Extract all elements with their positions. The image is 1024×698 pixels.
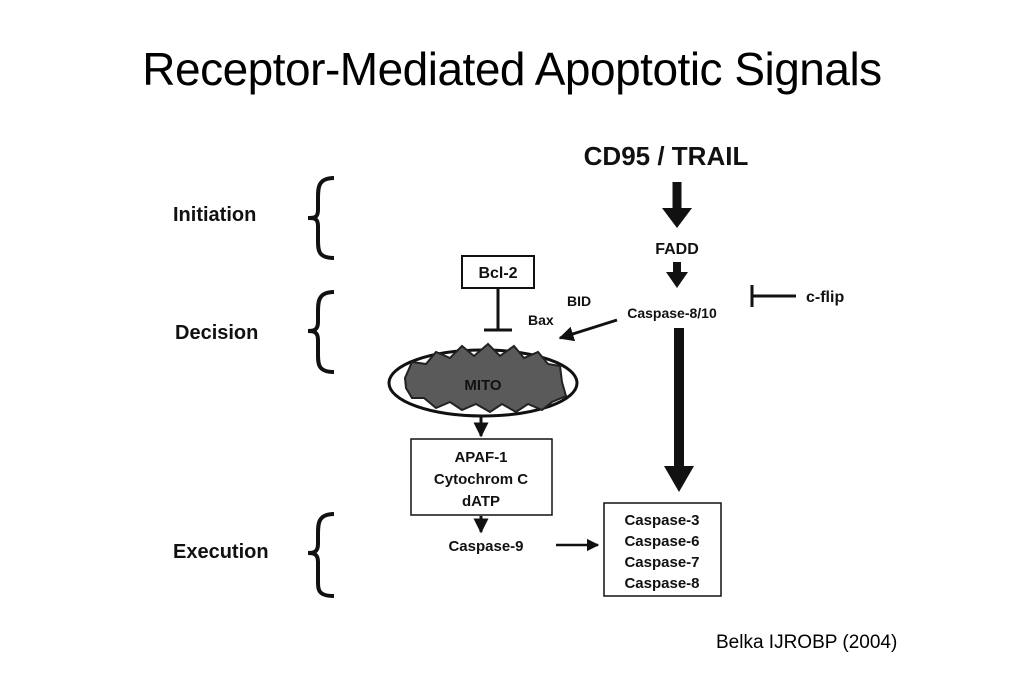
bax-label: Bax <box>528 312 554 328</box>
mito-body <box>403 342 568 414</box>
caspase-9-label: Caspase-9 <box>448 538 523 555</box>
arrow-fadd-to-caspase8-head <box>666 272 688 288</box>
apoptosome-item: Cytochrom C <box>434 471 528 488</box>
slide-title: Receptor-Mediated Apoptotic Signals <box>142 43 882 95</box>
fadd-label: FADD <box>655 241 699 258</box>
cflip-label: c-flip <box>806 289 844 306</box>
apoptosome-item: APAF-1 <box>454 449 507 466</box>
brace-execution <box>307 512 335 598</box>
apoptosome-item: dATP <box>462 493 500 510</box>
brace-decision <box>307 290 335 374</box>
apoptosome-box <box>410 438 553 516</box>
receptor-label: CD95 / TRAIL <box>584 141 749 171</box>
phase-label-initiation: Initiation <box>173 204 256 226</box>
effector-caspase-item: Caspase-8 <box>624 575 699 592</box>
phase-label-execution: Execution <box>173 541 269 563</box>
brace-initiation <box>307 176 335 260</box>
bcl2-label: Bcl-2 <box>478 265 517 282</box>
arrow-caspase8-to-mito <box>558 318 618 342</box>
effector-caspase-item: Caspase-7 <box>624 554 699 571</box>
arrow-receptor-to-fadd-head <box>662 208 692 228</box>
effector-caspase-item: Caspase-3 <box>624 512 699 529</box>
phase-label-decision: Decision <box>175 322 258 344</box>
bid-label: BID <box>567 293 591 309</box>
arrow-caspase8-to-effectors-head <box>664 466 694 492</box>
mito-label: MITO <box>464 377 502 394</box>
effector-caspases-box <box>603 502 722 597</box>
effector-caspase-item: Caspase-6 <box>624 533 699 550</box>
caspase-8-10-label: Caspase-8/10 <box>627 305 717 321</box>
citation: Belka IJROBP (2004) <box>716 632 898 653</box>
